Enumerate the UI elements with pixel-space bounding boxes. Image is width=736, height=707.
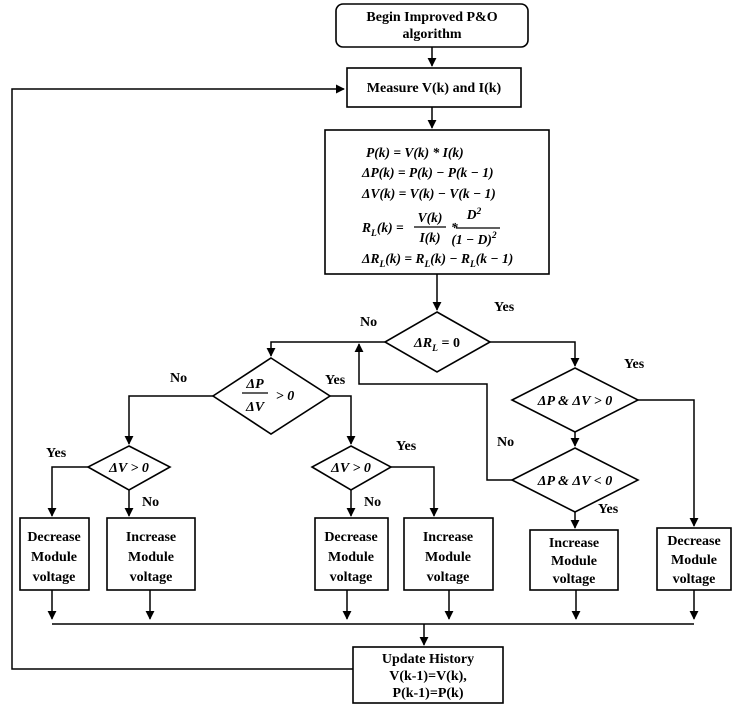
action-decrease-2: Decrease Module voltage [314, 517, 389, 591]
arrow-feedback-loop [11, 84, 353, 670]
eq-rl-sub: L [370, 229, 377, 239]
dpdv-rest: > 0 [276, 389, 294, 404]
eq-power: P(k) = V(k) * I(k) [366, 145, 464, 160]
update-history-node: Update History V(k-1)=V(k), P(k-1)=P(k) [352, 646, 504, 704]
svg-text:Increase: Increase [126, 530, 176, 545]
eq-delta-voltage: ΔV(k) = V(k) − V(k − 1) [361, 186, 496, 201]
svg-text:voltage: voltage [427, 570, 470, 585]
label-dpdv-yes: Yes [325, 373, 346, 388]
svg-text:voltage: voltage [553, 572, 596, 587]
arrow-drl-no [266, 341, 385, 357]
eq-rl-lhs: R [361, 220, 371, 235]
svg-text:Module: Module [671, 553, 717, 568]
decision-dv-mid: ΔV > 0 [310, 445, 393, 491]
action-increase-1: Increase Module voltage [106, 517, 196, 591]
label-pvgt-no: No [497, 435, 514, 450]
svg-text:Module: Module [328, 550, 374, 565]
dv-mid-text: ΔV > 0 [330, 461, 371, 476]
decision-dv-left: ΔV > 0 [86, 445, 172, 491]
update-line3: P(k-1)=P(k) [393, 686, 464, 701]
svg-text:Module: Module [128, 550, 174, 565]
svg-text:Decrease: Decrease [324, 530, 377, 545]
label-pvgt-yes: Yes [624, 357, 645, 372]
label-drl-yes: Yes [494, 300, 515, 315]
decision-dp-dv: ΔP ΔV > 0 [211, 357, 332, 435]
svg-text:Increase: Increase [423, 530, 473, 545]
svg-text:voltage: voltage [330, 570, 373, 585]
decision-pv-gt: ΔP & ΔV > 0 [510, 367, 640, 433]
eq-rl-arg: (k) = [377, 220, 404, 235]
eq-delta-power: ΔP(k) = P(k) − P(k − 1) [361, 165, 493, 180]
pv-lt-text: ΔP & ΔV < 0 [537, 474, 613, 489]
equations-node: P(k) = V(k) * I(k) ΔP(k) = P(k) − P(k − … [324, 129, 550, 275]
svg-text:ΔRL = 0: ΔRL = 0 [413, 336, 460, 354]
label-dpdv-no: No [170, 371, 187, 386]
arrow-pvlt-loop [354, 343, 512, 481]
update-line1: Update History [382, 652, 474, 667]
dpdv-num: ΔP [245, 377, 264, 392]
arrow-pvgt-yes [638, 399, 699, 527]
update-line2: V(k-1)=V(k), [389, 669, 467, 684]
svg-text:Module: Module [551, 554, 597, 569]
svg-text:voltage: voltage [673, 572, 716, 587]
start-line2: algorithm [402, 27, 461, 42]
measure-label: Measure V(k) and I(k) [367, 81, 502, 96]
dpdv-den: ΔV [245, 400, 266, 415]
svg-text:Module: Module [31, 550, 77, 565]
decision-drl-zero: ΔRL = 0 [383, 311, 492, 373]
eq-rl-num2: D [466, 207, 477, 222]
start-line1: Begin Improved P&O [366, 10, 497, 25]
arrow-dpdv-yes [330, 395, 356, 445]
connectors [11, 47, 699, 670]
svg-text:D2: D2 [466, 207, 482, 222]
label-dvm-yes: Yes [396, 439, 417, 454]
arrow-dpdv-no [124, 395, 213, 445]
eq-rl-num2-exp: 2 [476, 207, 482, 217]
eq-rl-den1: I(k) [419, 230, 441, 245]
svg-text:RL(k) =: RL(k) = [361, 220, 404, 239]
eq-rl-den2: (1 − D) [451, 232, 491, 247]
svg-text:Increase: Increase [549, 536, 599, 551]
decision-pv-lt: ΔP & ΔV < 0 [510, 447, 640, 513]
arrow-dvm-yes [391, 466, 439, 517]
svg-text:(1 − D)2: (1 − D)2 [451, 231, 496, 247]
svg-text:Decrease: Decrease [667, 534, 720, 549]
label-dvl-yes: Yes [46, 446, 67, 461]
eq-rl-num1: V(k) [418, 210, 443, 225]
action-decrease-3: Decrease Module voltage [656, 527, 732, 591]
arrow-dvl-yes [47, 466, 88, 517]
dv-left-text: ΔV > 0 [108, 461, 149, 476]
eq-rl-den2-exp: 2 [491, 231, 497, 241]
arrow-drl-yes [490, 341, 580, 367]
pv-gt-text: ΔP & ΔV > 0 [537, 394, 613, 409]
svg-text:voltage: voltage [33, 570, 76, 585]
svg-text:voltage: voltage [130, 570, 173, 585]
eq-delta-rl: ΔRL(k) = RL(k) − RL(k − 1) [361, 251, 513, 270]
label-drl-no: No [360, 315, 377, 330]
eq-rl-times: * [451, 220, 458, 235]
measure-node: Measure V(k) and I(k) [346, 67, 522, 108]
action-increase-3: Increase Module voltage [529, 529, 619, 591]
svg-text:Decrease: Decrease [27, 530, 80, 545]
label-dvm-no: No [364, 495, 381, 510]
action-increase-2: Increase Module voltage [403, 517, 494, 591]
start-node: Begin Improved P&O algorithm [335, 3, 529, 48]
svg-text:Module: Module [425, 550, 471, 565]
label-pvlt-yes: Yes [598, 502, 619, 517]
action-decrease-1: Decrease Module voltage [19, 517, 90, 591]
label-dvl-no: No [142, 495, 159, 510]
